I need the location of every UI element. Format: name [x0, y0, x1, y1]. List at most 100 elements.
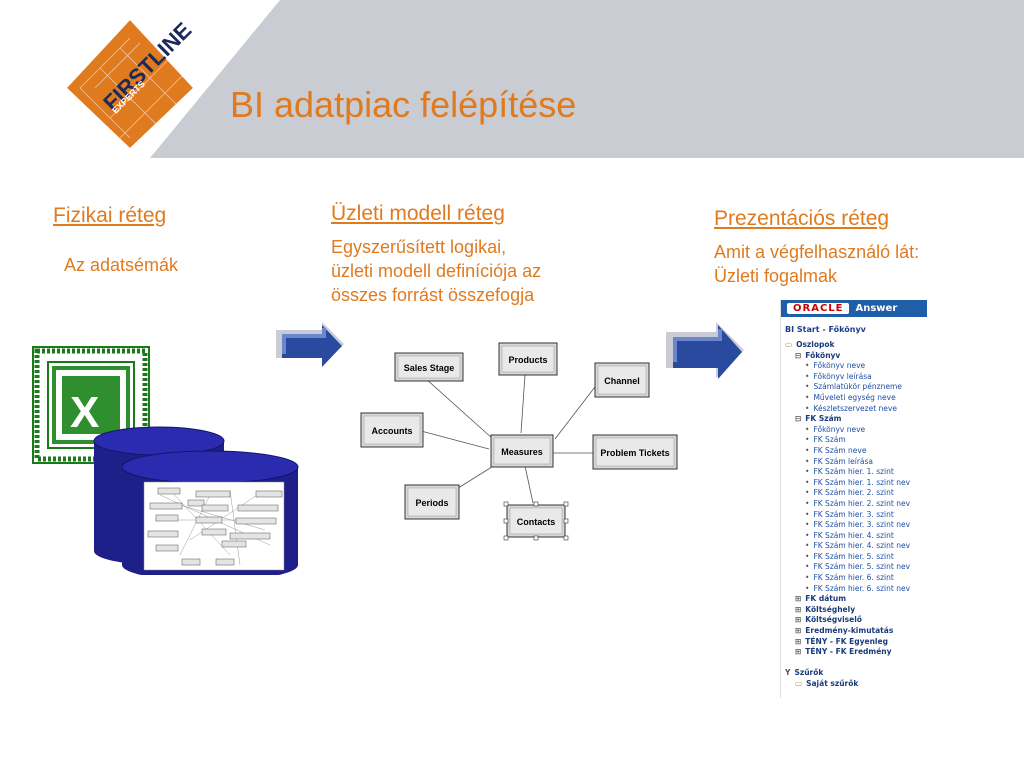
tree-item[interactable]: ⊞TÉNY - FK Egyenleg: [781, 637, 927, 648]
tree-item-label: Készletszervezet neve: [813, 403, 897, 413]
tree-item[interactable]: •FK Szám leírása: [781, 457, 927, 468]
tree-item[interactable]: •Főkönyv neve: [781, 361, 927, 372]
tree-item-label: Eredmény-kimutatás: [805, 626, 894, 636]
tree-item-label: FK Szám hier. 2. szint: [813, 488, 894, 498]
tree-item-label: FK Szám hier. 1. szint: [813, 467, 894, 477]
folder-icon: ▭: [785, 340, 793, 349]
physical-layer-text: Az adatsémák: [64, 255, 179, 275]
tree-item-label: FK Szám hier. 6. szint: [813, 573, 894, 583]
oracle-logo: ORACLE: [787, 303, 850, 314]
bullet-icon: •: [805, 392, 810, 402]
tree-item-label: FK Szám leírása: [813, 456, 874, 466]
slide-title: BI adatpiac felépítése: [230, 84, 577, 125]
tree-item[interactable]: ⊞FK dátum: [781, 594, 927, 605]
svg-text:Sales Stage: Sales Stage: [404, 363, 455, 373]
tree-item[interactable]: •FK Szám hier. 3. szint: [781, 510, 927, 521]
tree-item[interactable]: •FK Szám hier. 1. szint: [781, 467, 927, 478]
tree-item-label: Oszlopok: [796, 340, 835, 349]
tree-item[interactable]: ▭Oszlopok: [781, 340, 927, 351]
tree-item[interactable]: ⊞Eredmény-kimutatás: [781, 626, 927, 637]
tree-item[interactable]: •FK Szám hier. 2. szint: [781, 488, 927, 499]
tree-item-label: Saját szűrők: [806, 679, 859, 688]
database-cylinder-front: [121, 450, 299, 575]
firstline-logo: FIRSTLINE EXPERTS: [0, 0, 280, 158]
business-line-1: Egyszerűsített logikai,: [331, 237, 507, 257]
tree-item-label: FK Szám neve: [813, 445, 867, 455]
tree-item[interactable]: ⊞TÉNY - FK Eredmény: [781, 647, 927, 658]
tree-item-label: FK Szám hier. 4. szint: [813, 530, 894, 540]
tree-item[interactable]: •Készletszervezet neve: [781, 404, 927, 415]
physical-layer-illustration: X: [32, 346, 299, 575]
business-line-2: üzleti modell definíciója az: [331, 261, 542, 281]
bullet-icon: •: [805, 445, 810, 455]
bullet-icon: •: [805, 488, 810, 498]
bullet-icon: •: [805, 403, 810, 413]
presentation-layer-text: Amit a végfelhasználó lát: Üzleti fogalm…: [714, 240, 919, 288]
tree-item[interactable]: ▭Saját szűrők: [781, 679, 927, 690]
tree-item[interactable]: ⊞Költséghely: [781, 605, 927, 616]
bullet-icon: •: [805, 467, 810, 477]
filter-icon: Y: [785, 668, 791, 678]
collapse-icon: ⊟: [795, 414, 802, 424]
node-problem-tickets: Problem Tickets: [592, 434, 678, 470]
node-contacts: Contacts: [503, 501, 569, 541]
tree-item[interactable]: •Számlatükör pénzneme: [781, 382, 927, 393]
oracle-answers-panel: ORACLE Answer BI Start - Főkönyv ▭Oszlop…: [780, 300, 927, 698]
bullet-icon: •: [805, 530, 810, 540]
tree-item[interactable]: •FK Szám hier. 4. szint nev: [781, 541, 927, 552]
oracle-subtitle: BI Start - Főkönyv: [785, 325, 866, 334]
arrow-right-icon: [276, 322, 344, 367]
bullet-icon: •: [805, 498, 810, 508]
tree-item-label: Költségviselő: [805, 615, 862, 625]
tree-item[interactable]: •FK Szám hier. 6. szint nev: [781, 584, 927, 595]
tree-item[interactable]: •FK Szám hier. 5. szint nev: [781, 562, 927, 573]
tree-item[interactable]: ⊟Főkönyv: [781, 351, 927, 362]
oracle-header: ORACLE Answer: [781, 300, 927, 317]
expand-icon: ⊞: [795, 594, 802, 604]
node-products: Products: [498, 342, 558, 376]
svg-text:Channel: Channel: [604, 376, 640, 386]
tree-item[interactable]: ⊟FK Szám: [781, 414, 927, 425]
tree-item[interactable]: •FK Szám hier. 4. szint: [781, 531, 927, 542]
svg-text:Measures: Measures: [501, 447, 543, 457]
expand-icon: ⊞: [795, 636, 802, 646]
svg-text:Contacts: Contacts: [517, 517, 556, 527]
excel-icon: X: [32, 346, 150, 464]
tree-item[interactable]: •FK Szám hier. 5. szint: [781, 552, 927, 563]
tree-item[interactable]: •FK Szám hier. 6. szint: [781, 573, 927, 584]
physical-layer-heading: Fizikai réteg: [53, 204, 167, 227]
presentation-line-1: Amit a végfelhasználó lát:: [714, 242, 920, 262]
tree-item[interactable]: •FK Szám hier. 2. szint nev: [781, 499, 927, 510]
tree-item[interactable]: •Műveleti egység neve: [781, 393, 927, 404]
node-sales-stage: Sales Stage: [394, 352, 464, 382]
tree-item[interactable]: •Főkönyv neve: [781, 425, 927, 436]
bullet-icon: •: [805, 456, 810, 466]
bullet-icon: •: [805, 371, 810, 381]
bullet-icon: •: [805, 583, 810, 593]
tree-item-label: Főkönyv neve: [813, 361, 866, 371]
tree-item[interactable]: •Főkönyv leírása: [781, 372, 927, 383]
bullet-icon: •: [805, 520, 810, 530]
expand-icon: ⊞: [795, 626, 802, 636]
tree-item-label: FK Szám hier. 3. szint: [813, 509, 894, 519]
node-measures: Measures: [490, 434, 554, 468]
business-line-3: összes forrást összefogja: [331, 285, 535, 305]
tree-item[interactable]: ⊞Költségviselő: [781, 615, 927, 626]
tree-item-label: Főkönyv leírása: [813, 371, 872, 381]
tree-item[interactable]: •FK Szám hier. 1. szint nev: [781, 478, 927, 489]
tree-item-label: FK Szám hier. 5. szint: [813, 551, 894, 561]
bullet-icon: •: [805, 509, 810, 519]
bullet-icon: •: [805, 477, 810, 487]
tree-item-label: Műveleti egység neve: [813, 392, 896, 402]
arrow-right-icon-2: [666, 322, 744, 379]
svg-text:Problem Tickets: Problem Tickets: [600, 448, 669, 458]
tree-item[interactable]: •FK Szám neve: [781, 446, 927, 457]
expand-icon: ⊞: [795, 647, 802, 657]
node-periods: Periods: [404, 484, 460, 520]
bullet-icon: •: [805, 435, 810, 445]
tree-item[interactable]: •FK Szám: [781, 435, 927, 446]
bullet-icon: •: [805, 361, 810, 371]
tree-item[interactable]: •FK Szám hier. 3. szint nev: [781, 520, 927, 531]
svg-text:Accounts: Accounts: [371, 426, 412, 436]
